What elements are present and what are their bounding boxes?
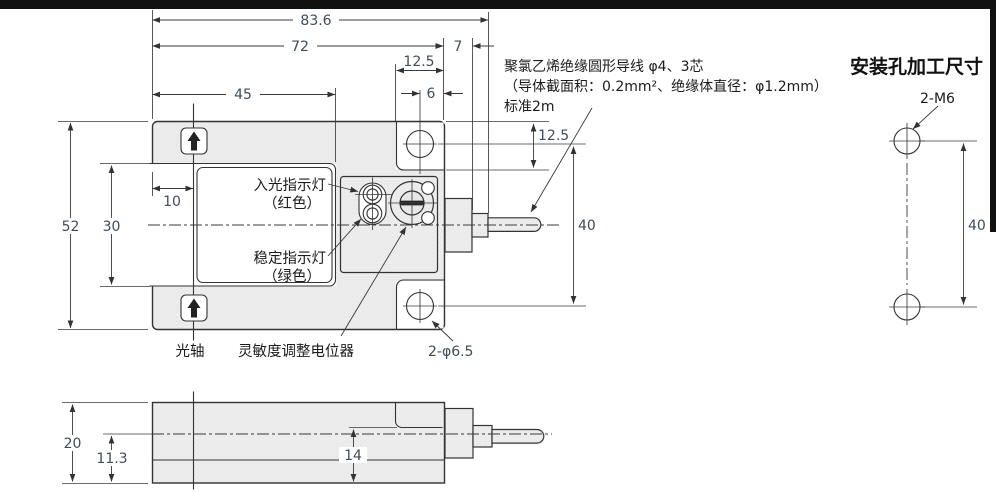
leader-stability-indicator bbox=[327, 218, 362, 257]
label-stability-indicator-color: （绿色） bbox=[263, 268, 321, 285]
dim-text-hole-pitch: 40 bbox=[578, 218, 596, 234]
label-2-m6: 2-M6 bbox=[920, 91, 955, 107]
top-black-bar bbox=[0, 0, 996, 9]
right-black-strip bbox=[990, 0, 996, 232]
label-sensitivity-pot: 灵敏度调整电位器 bbox=[238, 343, 354, 360]
sensitivity-potentiometer bbox=[388, 179, 437, 228]
dim-text-axis-offset: 10 bbox=[163, 194, 181, 210]
side-cable bbox=[491, 428, 545, 444]
leader-potentiometer bbox=[340, 226, 407, 337]
dim-text-notch-width: 12.5 bbox=[403, 54, 434, 70]
dim-text-arm-length: 45 bbox=[234, 87, 252, 103]
leader-hole-size bbox=[431, 320, 454, 342]
dim-text-overall-height: 52 bbox=[62, 219, 80, 235]
side-cable-boot-1 bbox=[444, 407, 474, 459]
side-cable-boot-2 bbox=[472, 424, 493, 448]
up-arrow-icon bbox=[187, 298, 201, 318]
cable-note-line3: 标准2m bbox=[504, 99, 555, 115]
dim-text-overall-width: 83.6 bbox=[300, 13, 331, 29]
dim-text-step-height: 14 bbox=[344, 448, 362, 464]
mounting-hole-panel: 安装孔加工尺寸 2-M6 40 bbox=[850, 55, 986, 325]
leader-cable-note bbox=[530, 107, 593, 213]
dim-text-gland-length: 7 bbox=[454, 39, 463, 55]
label-hole-size: 2-φ6.5 bbox=[428, 344, 473, 360]
side-notch-outline bbox=[394, 402, 443, 429]
dim-text-body-width: 72 bbox=[291, 39, 309, 55]
dim-text-notch-height: 12.5 bbox=[538, 128, 569, 144]
label-stability-indicator: 稳定指示灯 bbox=[254, 250, 327, 267]
top-view: 83.6 72 7 12.5 6 45 10 52 30 12.5 40 2-φ… bbox=[58, 10, 596, 360]
dim-text-axis-height: 11.3 bbox=[96, 451, 127, 467]
up-arrow-icon bbox=[187, 131, 201, 151]
cable-note-line1: 聚氯乙烯绝缘圆形导线 φ4、3芯 bbox=[504, 59, 704, 75]
bottom-notch-outline bbox=[395, 279, 445, 331]
dim-text-hole-to-edge: 6 bbox=[427, 86, 436, 102]
side-body-outline bbox=[151, 401, 446, 484]
label-light-indicator: 入光指示灯 bbox=[254, 177, 327, 194]
cable-note: 聚氯乙烯绝缘圆形导线 φ4、3芯 （导体截面积：0.2mm²、绝缘体直径：φ1.… bbox=[504, 59, 828, 115]
dim-text-m6-pitch: 40 bbox=[968, 218, 986, 234]
leader-light-indicator bbox=[327, 183, 359, 193]
slot-outline bbox=[149, 162, 337, 287]
display-box bbox=[339, 175, 439, 274]
label-light-indicator-color: （红色） bbox=[263, 195, 321, 212]
mounting-panel-title: 安装孔加工尺寸 bbox=[850, 55, 983, 78]
dim-text-slot-width: 30 bbox=[103, 219, 121, 235]
leader-2-m6 bbox=[912, 105, 939, 130]
top-notch-outline bbox=[395, 121, 445, 171]
label-optical-axis: 光轴 bbox=[176, 343, 205, 360]
cable-note-line2: （导体截面积：0.2mm²、绝缘体直径：φ1.2mm） bbox=[504, 78, 828, 95]
bottom-view: 20 11.3 14 bbox=[60, 391, 552, 490]
dim-text-side-height: 20 bbox=[64, 436, 82, 452]
